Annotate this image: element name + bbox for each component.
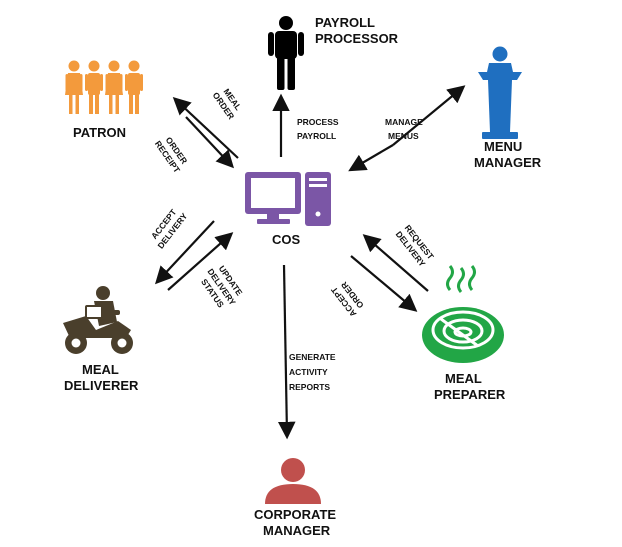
node-label: PATRON	[73, 125, 126, 140]
edge-label-accept-order: ACCEPT ORDER	[329, 280, 366, 319]
edge-label-line: PROCESS	[297, 117, 339, 127]
node-label-line: DELIVERER	[64, 378, 139, 393]
edge-label-meal-order: MEAL ORDER	[211, 87, 244, 121]
edge-label-update-delivery-status: UPDATE DELIVERY STATUS	[199, 264, 245, 310]
edge-label-line: REPORTS	[289, 382, 330, 392]
edge-label-line: PAYROLL	[297, 131, 336, 141]
arrows	[154, 85, 466, 440]
hot-noodle-bowl-icon	[422, 265, 504, 363]
person-at-podium-icon	[478, 46, 522, 139]
node-corporate-manager: CORPORATE MANAGER	[254, 458, 336, 538]
person-bust-icon	[265, 458, 321, 504]
edge-label-accept-delivery: ACCEPT DELIVERY	[149, 207, 189, 251]
edge-label-line: GENERATE	[289, 352, 336, 362]
arrow-accept-order	[350, 255, 418, 312]
node-meal-preparer: MEAL PREPARER	[422, 265, 506, 402]
node-label: COS	[272, 232, 301, 247]
arrow-accept-delivery	[154, 220, 215, 285]
delivery-motorbike-icon	[63, 286, 133, 354]
node-label-line: MENU	[484, 139, 522, 154]
node-label-line: CORPORATE	[254, 507, 336, 522]
node-label-line: PROCESSOR	[315, 31, 399, 46]
node-label-line: MANAGER	[474, 155, 542, 170]
edge-label-line: ACTIVITY	[289, 367, 328, 377]
arrow-update-delivery-status	[167, 232, 234, 291]
node-label-line: MEAL	[82, 362, 119, 377]
edge-label-line: MANAGE	[385, 117, 423, 127]
arrow-meal-order	[172, 96, 239, 159]
arrow-manage-menus	[348, 144, 394, 172]
edge-label-order-receipt: ORDER RECEIPT	[153, 135, 190, 175]
edge-label-generate-activity-reports: GENERATE ACTIVITY REPORTS	[289, 352, 336, 392]
node-label-line: PREPARER	[434, 387, 506, 402]
computer-icon	[245, 172, 331, 226]
node-label-line: MANAGER	[263, 523, 331, 538]
node-label-line: PAYROLL	[315, 15, 375, 30]
arrow-manage-menus-out	[392, 85, 466, 146]
node-label-line: MEAL	[445, 371, 482, 386]
edge-label-manage-menus: MANAGE MENUS	[385, 117, 423, 141]
node-patron: PATRON	[65, 60, 143, 140]
node-meal-deliverer: MEAL DELIVERER	[63, 286, 139, 393]
group-of-people-icon	[65, 60, 143, 114]
edge-label-request-delivery: REQUEST DELIVERY	[394, 223, 437, 269]
node-payroll-processor: PAYROLL PROCESSOR	[268, 15, 399, 90]
edge-label-line: MENUS	[388, 131, 419, 141]
edge-label-process-payroll: PROCESS PAYROLL	[297, 117, 339, 141]
node-menu-manager: MENU MANAGER	[474, 46, 542, 170]
node-cos: COS	[245, 172, 331, 247]
arrow-generate-activity-reports	[277, 264, 296, 440]
arrow-request-delivery	[362, 234, 429, 292]
person-icon	[268, 16, 304, 90]
arrow-order-receipt	[185, 116, 235, 169]
